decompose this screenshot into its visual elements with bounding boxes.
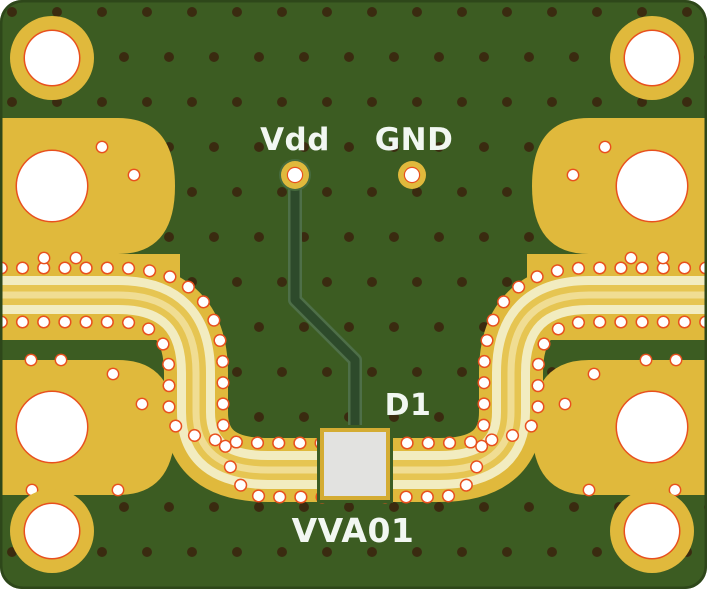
mount-hole-bottom-left [10,489,94,573]
component-d1-body [324,432,386,496]
edge-pad-left-upper-hole [15,149,89,223]
mount-hole-bottom-right [610,489,694,573]
through-hole-pads [279,159,426,191]
silkscreen-layer: Vdd GND D1 VVA01 [260,122,453,550]
silk-label-vdd: Vdd [260,122,330,158]
edge-launch-holes [15,149,689,464]
component-d1[interactable] [317,425,393,503]
mount-hole-top-left [10,16,94,100]
mounting-holes [10,16,694,573]
via-pad-vdd[interactable] [279,159,311,191]
via-pad-gnd[interactable] [398,161,426,189]
bias-trace-vdd [288,178,362,440]
silk-label-d1: D1 [385,388,432,423]
edge-pad-left-lower-hole [15,390,89,464]
silk-label-vva01: VVA01 [292,511,415,550]
edge-pad-right-lower-hole [615,390,689,464]
mount-hole-top-right [610,16,694,100]
bias-trace-core [290,178,360,440]
silk-label-gnd: GND [375,122,454,158]
edge-pad-right-upper-hole [615,149,689,223]
